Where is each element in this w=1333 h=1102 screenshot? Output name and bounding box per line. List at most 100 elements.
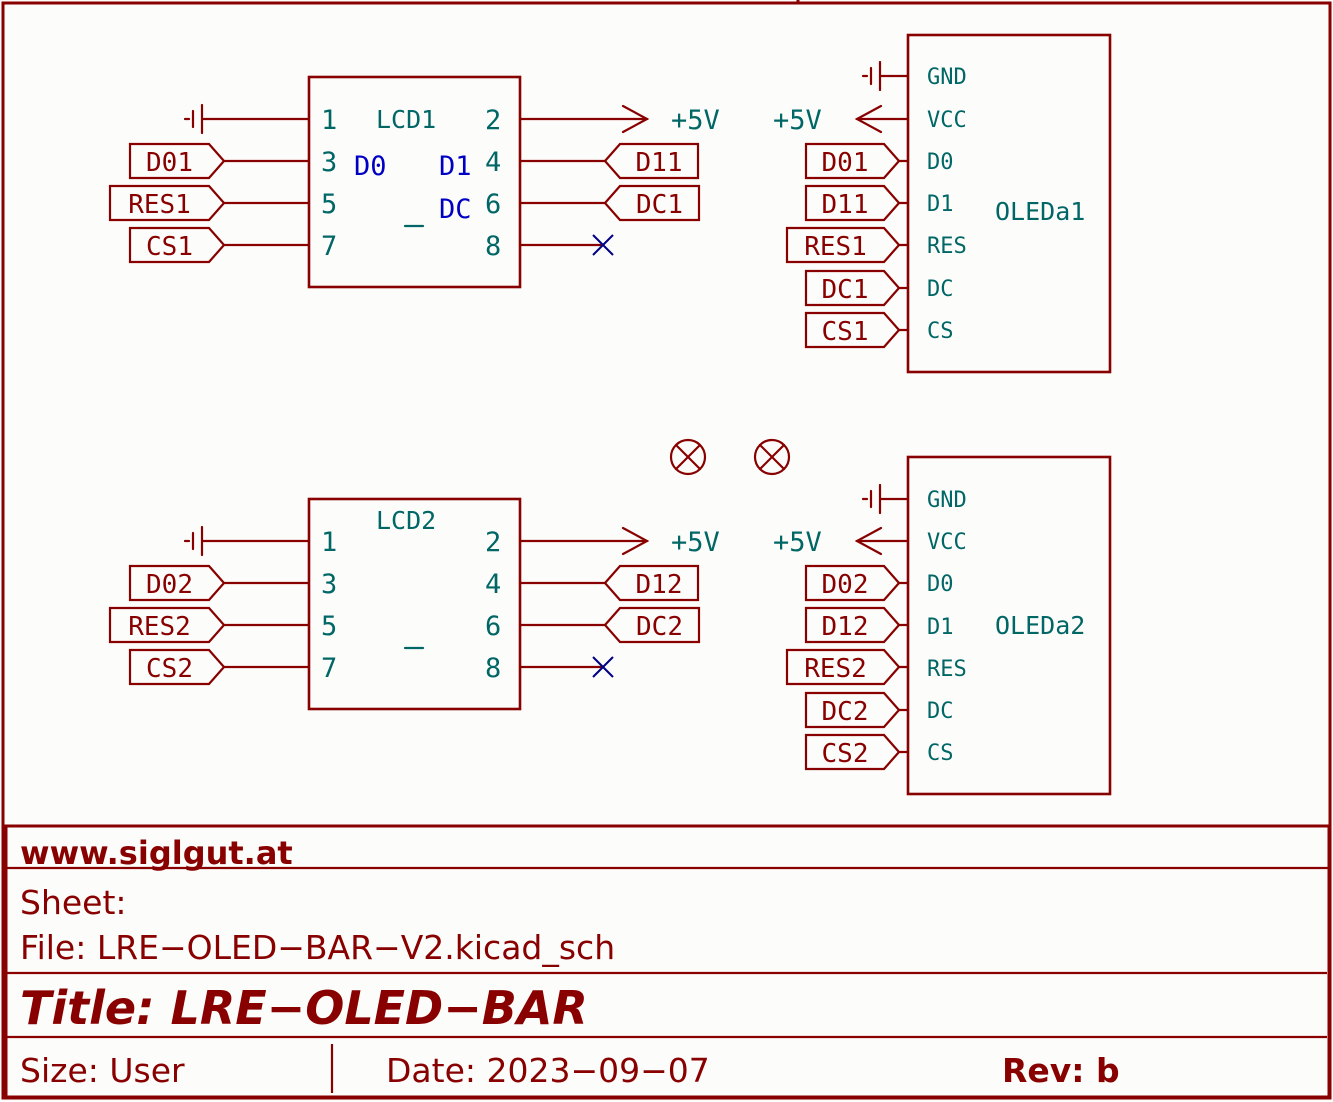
lcd2-power-arrow-icon: [621, 526, 650, 556]
lcd1-label-dc1[interactable]: DC1: [603, 184, 701, 222]
lcd1-label-d11[interactable]: D11: [603, 142, 700, 180]
lcd2-label-dc2-text: DC2: [636, 612, 683, 642]
lcd1-label-dc1-outline: [603, 184, 701, 222]
oled2-pin-d0: D0: [927, 572, 954, 597]
oled1-label-cs1-text: CS1: [822, 317, 869, 347]
oled2-symbol[interactable]: OLEDa2 GND VCC D0 D1 RES DC CS: [906, 455, 1112, 796]
lcd1-label-cs1-text: CS1: [146, 232, 193, 262]
sheet-title: Title: LRE−OLED−BAR: [20, 981, 588, 1035]
oled1-label-dc1-outline: [804, 269, 901, 307]
lcd2-power-label: +5V: [671, 527, 720, 558]
lcd1-label-d01-text: D01: [146, 148, 193, 178]
lcd2-body[interactable]: [307, 497, 522, 711]
oled1-pin-d1: D1: [927, 192, 954, 217]
oled2-label-d02-text: D02: [822, 570, 869, 600]
lcd1-pin-3: 3: [321, 147, 337, 178]
lcd2-no-connect-icon: [592, 656, 614, 678]
oled1-label-res1[interactable]: RES1: [785, 226, 901, 264]
oled1-pin-vcc: VCC: [927, 108, 967, 133]
lcd1-no-connect-icon: [592, 234, 614, 256]
lcd1-label-dc1-text: DC1: [636, 190, 683, 220]
oled1-pin-gnd: GND: [927, 65, 967, 90]
title-block-border: [4, 824, 1331, 1099]
net-labels: D01RES1CS1D11DC1D02RES2CS2D12DC2D01D11RE…: [108, 142, 901, 771]
oled2-label-dc2-text: DC2: [822, 697, 869, 727]
oled2-label-d02-outline: [804, 564, 901, 602]
lcd2-label-d02-text: D02: [146, 570, 193, 600]
lcd2-label-res2[interactable]: RES2: [108, 606, 226, 644]
oled1-label-d01-outline: [804, 142, 901, 180]
oled2-label-res2[interactable]: RES2: [785, 648, 901, 686]
lcd1-label-res1[interactable]: RES1: [108, 184, 226, 222]
lcd2-label-d12-outline: [603, 564, 700, 602]
oled2-label-cs2[interactable]: CS2: [804, 733, 901, 771]
mounting-hole-1[interactable]: [669, 438, 707, 476]
lcd1-label-dc: DC: [439, 194, 472, 225]
oled1-label-d11[interactable]: D11: [804, 184, 901, 222]
lcd2-label-dc2[interactable]: DC2: [603, 606, 701, 644]
oled1-pin-cs: CS: [927, 319, 954, 344]
oled1-symbol[interactable]: OLEDa1 GND VCC D0 D1 RES DC CS: [906, 33, 1112, 374]
oled1-label-cs1[interactable]: CS1: [804, 311, 901, 349]
lcd2-label-cs2-text: CS2: [146, 654, 193, 684]
symbol-glyphs: [183, 60, 883, 678]
sheet-date: Date: 2023−09−07: [386, 1051, 710, 1090]
oled2-gnd-symbol: [861, 483, 882, 515]
lcd2-symbol[interactable]: LCD2 1 3 5 7 2 4 6 8: [307, 497, 522, 711]
lcd1-power-arrow-icon: [621, 104, 650, 134]
oled2-label-cs2-text: CS2: [822, 739, 869, 769]
oled2-label-res2-text: RES2: [804, 654, 867, 684]
file-name: File: LRE−OLED−BAR−V2.kicad_sch: [20, 928, 615, 967]
lcd1-pin-4: 4: [485, 147, 501, 178]
lcd2-ref: LCD2: [376, 506, 436, 535]
lcd1-label-d01[interactable]: D01: [128, 142, 226, 180]
lcd2-pin-2: 2: [485, 527, 501, 558]
lcd2-label-d02-outline: [128, 564, 226, 602]
oled2-pin-d1: D1: [927, 615, 954, 640]
lcd2-pin-5: 5: [321, 611, 337, 642]
lcd1-pin-2: 2: [485, 105, 501, 136]
lcd1-body[interactable]: [307, 75, 522, 289]
lcd2-label-res2-text: RES2: [128, 612, 191, 642]
oled1-label-d11-text: D11: [822, 190, 869, 220]
lcd2-label-d12[interactable]: D12: [603, 564, 700, 602]
oled2-label-dc2[interactable]: DC2: [804, 691, 901, 729]
oled2-pin-gnd: GND: [927, 488, 967, 513]
lcd2-label-cs2[interactable]: CS2: [128, 648, 226, 686]
oled1-pin-dc: DC: [927, 277, 954, 302]
lcd2-label-d02[interactable]: D02: [128, 564, 226, 602]
lcd2-gnd-symbol: [183, 525, 204, 557]
lcd1-label-d11-text: D11: [636, 148, 683, 178]
sheet-name: Sheet:: [20, 883, 127, 922]
oled2-pin-cs: CS: [927, 741, 954, 766]
lcd1-gnd-symbol: [183, 103, 204, 135]
oled1-label-d01[interactable]: D01: [804, 142, 901, 180]
lcd1-pin-8: 8: [485, 231, 501, 262]
sheet-revision: Rev: b: [1002, 1051, 1120, 1090]
oled1-power-label: +5V: [773, 105, 822, 136]
oled2-power-arrow-icon: [854, 526, 883, 556]
lcd1-label-cs1[interactable]: CS1: [128, 226, 226, 264]
oled2-power-label: +5V: [773, 527, 822, 558]
oled2-label-d02[interactable]: D02: [804, 564, 901, 602]
lcd1-pin-5: 5: [321, 189, 337, 220]
oled2-label-d12-text: D12: [822, 612, 869, 642]
lcd1-label-res1-outline: [108, 184, 226, 222]
lcd1-label-d11-outline: [603, 142, 700, 180]
oled1-ref: OLEDa1: [995, 197, 1085, 226]
oled1-label-cs1-outline: [804, 311, 901, 349]
lcd1-power-label: +5V: [671, 105, 720, 136]
lcd1-label-d01-outline: [128, 142, 226, 180]
lcd1-label-res1-text: RES1: [128, 190, 191, 220]
lcd2-pin-8: 8: [485, 653, 501, 684]
oled2-label-d12-outline: [804, 606, 901, 644]
company-name: www.siglgut.at: [20, 834, 293, 872]
oled2-pin-dc: DC: [927, 699, 954, 724]
lcd2-label-res2-outline: [108, 606, 226, 644]
mounting-hole-2[interactable]: [753, 438, 791, 476]
oled2-label-d12[interactable]: D12: [804, 606, 901, 644]
lcd1-symbol[interactable]: LCD1 1 3 5 7 2 4 6 8 D0 D1 DC: [307, 75, 522, 289]
oled1-label-dc1[interactable]: DC1: [804, 269, 901, 307]
sheet-size: Size: User: [20, 1051, 185, 1090]
